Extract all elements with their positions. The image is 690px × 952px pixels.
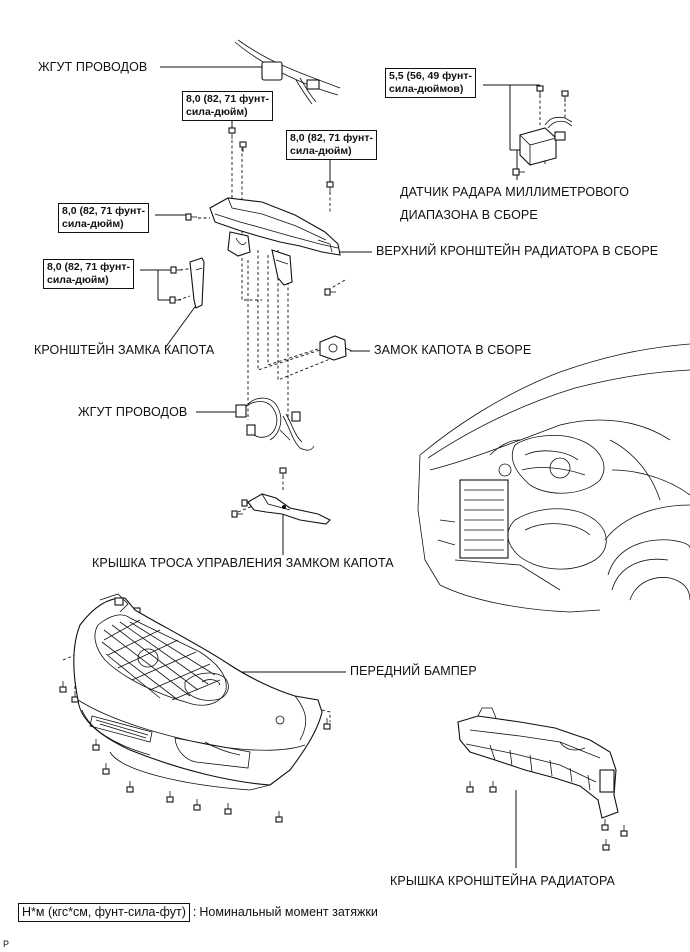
- torque-spec-line1: 5,5 (56, 49 фунт-: [389, 70, 472, 82]
- car-front-part: [417, 343, 690, 613]
- label-front-bumper: ПЕРЕДНИЙ БАМПЕР: [350, 664, 477, 678]
- label-hood-lock-bracket: КРОНШТЕЙН ЗАМКА КАПОТА: [34, 343, 215, 357]
- wire-harness-top-part: [234, 39, 341, 105]
- torque-spec-line2: сила-дюйм): [186, 105, 248, 118]
- label-hood-lock-cable-cover: КРЫШКА ТРОСА УПРАВЛЕНИЯ ЗАМКОМ КАПОТА: [92, 556, 394, 570]
- upper-radiator-support-part: [209, 197, 341, 286]
- radar-sensor-part: [519, 116, 573, 166]
- torque-spec-box: 8,0 (82, 71 фунт- сила-дюйм): [58, 203, 149, 233]
- torque-spec-line2: сила-дюйм): [290, 144, 352, 157]
- torque-spec-line1: 8,0 (82, 71 фунт-: [186, 93, 269, 105]
- label-hood-lock-assembly: ЗАМОК КАПОТА В СБОРЕ: [374, 343, 532, 357]
- label-wire-harness-mid: ЖГУТ ПРОВОДОВ: [78, 405, 188, 419]
- torque-spec-box: 8,0 (82, 71 фунт- сила-дюйм): [43, 259, 134, 289]
- torque-spec-box: 8,0 (82, 71 фунт- сила-дюйм): [182, 91, 273, 121]
- torque-spec-box: 5,5 (56, 49 фунт- сила-дюймов): [385, 68, 476, 98]
- torque-spec-line2: сила-дюйм): [47, 273, 109, 286]
- torque-spec-line1: 8,0 (82, 71 фунт-: [290, 132, 373, 144]
- torque-spec-line2: сила-дюйм): [62, 217, 124, 230]
- legend-separator: :: [192, 905, 197, 919]
- label-wire-harness-top: ЖГУТ ПРОВОДОВ: [38, 60, 148, 74]
- hood-lock-part: [319, 335, 353, 361]
- front-bumper-part: [73, 593, 323, 791]
- legend-text: Номинальный момент затяжки: [199, 905, 378, 919]
- hood-lock-bracket-part: [189, 257, 205, 309]
- label-radar-sensor-line2: ДИАПАЗОНА В СБОРЕ: [400, 208, 538, 222]
- torque-spec-line1: 8,0 (82, 71 фунт-: [62, 205, 145, 217]
- legend-unit-box: Н*м (кгс*см, фунт-сила-фут): [18, 903, 190, 922]
- torque-spec-line2: сила-дюймов): [389, 82, 464, 95]
- torque-spec-box: 8,0 (82, 71 фунт- сила-дюйм): [286, 130, 377, 160]
- bolt-icons: [59, 85, 628, 851]
- hood-lock-cable-cover-part: [247, 493, 331, 525]
- wire-harness-mid-part: [235, 397, 315, 451]
- torque-spec-line1: 8,0 (82, 71 фунт-: [47, 261, 130, 273]
- label-upper-radiator-support: ВЕРХНИЙ КРОНШТЕЙН РАДИАТОРА В СБОРЕ: [376, 244, 659, 258]
- label-radiator-support-cover: КРЫШКА КРОНШТЕЙНА РАДИАТОРА: [390, 874, 615, 888]
- torque-legend: Н*м (кгс*см, фунт-сила-фут):Номинальный …: [18, 903, 378, 922]
- page-marker: P: [3, 939, 10, 949]
- label-radar-sensor-line1: ДАТЧИК РАДАРА МИЛЛИМЕТРОВОГО: [400, 185, 630, 199]
- radiator-support-cover-part: [457, 707, 619, 819]
